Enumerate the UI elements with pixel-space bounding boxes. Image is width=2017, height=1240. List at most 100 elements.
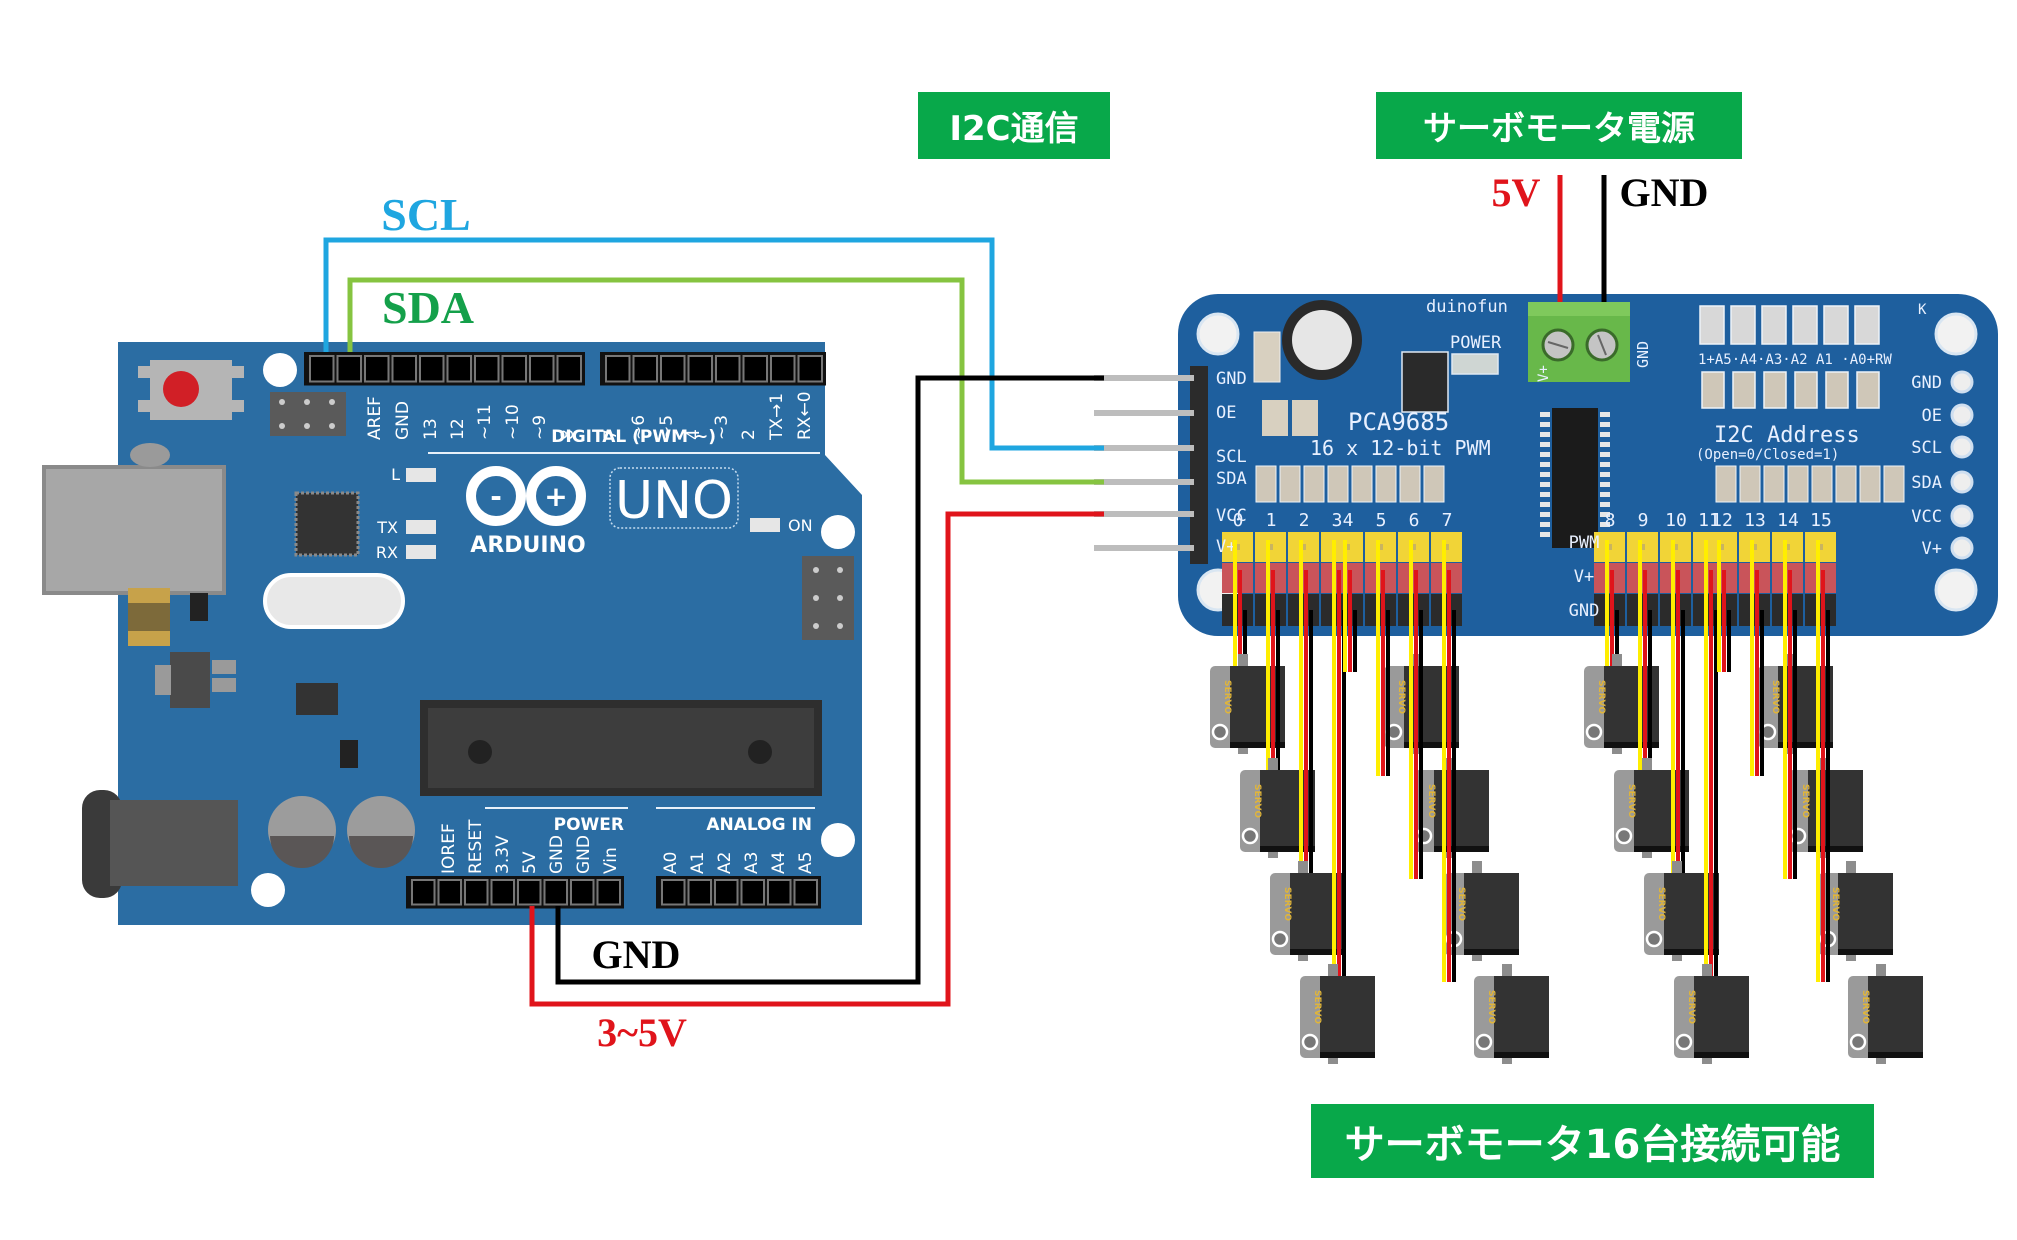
left-pin-label: SCL — [1216, 447, 1247, 467]
chip-leg — [1540, 492, 1550, 497]
digital-pin-label: 12 — [448, 418, 468, 440]
digital-header-socket — [309, 355, 335, 383]
power-header-socket — [517, 879, 542, 906]
channel-label: 5 — [1376, 510, 1387, 531]
smd-resistor — [1292, 400, 1318, 436]
servo-base — [1260, 846, 1315, 852]
servo-base — [1664, 949, 1719, 955]
power-pin-label: 3.3V — [493, 835, 513, 874]
row-label-pwm: PWM — [1569, 533, 1600, 553]
led-l-label: L — [391, 465, 400, 484]
vplus-pin — [1332, 563, 1363, 593]
mounting-hole — [1934, 312, 1978, 356]
mounting-hole — [263, 353, 297, 387]
smd-resistor — [1811, 465, 1833, 503]
arduino-logo-text: ARDUINO — [470, 533, 585, 558]
corner-mark: K — [1918, 302, 1927, 318]
chip-leg — [1540, 522, 1550, 527]
servo-motors: SERVOSERVOSERVOSERVOSERVOSERVOSERVOSERVO… — [1210, 540, 1923, 1064]
gnd-pin — [1772, 594, 1803, 626]
digital-header-socket — [446, 355, 472, 383]
channel-label: 8 — [1605, 510, 1616, 531]
uno-box — [609, 467, 739, 529]
chip-leg — [1540, 502, 1550, 507]
address-jumper — [1854, 305, 1880, 345]
servo-horn-icon — [1645, 930, 1663, 948]
digital-pin-header — [304, 352, 826, 386]
chip-label: PCA9685 — [1348, 408, 1449, 436]
power-pin-label: RESET — [466, 819, 486, 874]
servo-motor: SERVO — [1584, 654, 1659, 754]
left-pin-label: SDA — [1216, 469, 1247, 489]
chip-leg — [1600, 442, 1610, 447]
right-header-holes — [1950, 370, 1974, 560]
digital-header-socket — [605, 355, 631, 383]
power-pin-label: IOREF — [439, 823, 459, 874]
power-pin-label: Vin — [601, 847, 621, 874]
digital-pin-label: ~11 — [475, 404, 495, 440]
digital-pin-label: ~3 — [712, 415, 732, 440]
analog-pin-label: A4 — [769, 852, 789, 874]
row-label-gnd: GND — [1569, 601, 1600, 621]
smd-resistor — [1883, 465, 1905, 503]
servo-motor: SERVO — [1674, 964, 1749, 1064]
digital-header-socket — [474, 355, 500, 383]
servo-label: SERVO — [1686, 990, 1696, 1024]
i2c-badge: I2C通信 — [918, 92, 1110, 159]
servo-body — [1694, 976, 1749, 1054]
analog-header-label: ANALOG IN — [706, 815, 812, 835]
power-led-label: POWER — [1450, 333, 1502, 353]
mounting-hole — [821, 515, 855, 549]
chip-leg — [1540, 422, 1550, 427]
dc-power-jack — [82, 790, 238, 898]
analog-pin-header — [656, 876, 821, 909]
digital-header-socket — [529, 355, 555, 383]
row-label-vplus: V+ — [1574, 567, 1594, 587]
servo-body — [1230, 666, 1285, 744]
smd-resistor — [1859, 465, 1881, 503]
gnd-label-arduino: GND — [592, 932, 681, 977]
atmega328-chip — [420, 700, 822, 796]
power-header-socket — [464, 879, 489, 906]
voltage-regulator — [170, 652, 210, 708]
channel-label: 15 — [1810, 510, 1832, 531]
channel-label: 7 — [1442, 510, 1453, 531]
channel-label: 1 — [1266, 510, 1277, 531]
address-resistor — [1732, 371, 1756, 409]
servo-base — [1434, 846, 1489, 852]
digital-header-socket — [715, 355, 741, 383]
chip-leg — [1600, 452, 1610, 457]
board-name: UNO — [615, 471, 733, 531]
transistor — [340, 740, 358, 768]
smd-resistor — [1763, 465, 1785, 503]
servo-label: SERVO — [1252, 784, 1262, 818]
terminal-vplus-label: V+ — [1536, 365, 1552, 382]
servo-base — [1694, 1052, 1749, 1058]
servo-label: SERVO — [1396, 680, 1406, 714]
left-pin-label: V+ — [1216, 537, 1236, 557]
digital-header-socket — [797, 355, 823, 383]
digital-pin-label: ~5 — [657, 415, 677, 440]
digital-header-socket — [501, 355, 527, 383]
header-hole — [1950, 470, 1974, 494]
address-jumper — [1730, 305, 1756, 345]
header-hole — [1950, 536, 1974, 560]
servo-base — [1808, 846, 1863, 852]
arduino-uno-board: - + UNO ARDUINO L TX RX ON DIGITAL (PWM … — [42, 342, 862, 925]
gnd-pin — [1398, 594, 1429, 626]
address-resistor — [1856, 371, 1880, 409]
servo-base — [1464, 949, 1519, 955]
chip-leg — [1600, 432, 1610, 437]
sda-wire — [347, 277, 1104, 485]
servo-label: SERVO — [1426, 784, 1436, 818]
header-hole — [1950, 504, 1974, 528]
svg-text:+: + — [544, 480, 567, 513]
servo-cable — [1750, 540, 1764, 776]
chip-leg — [1540, 432, 1550, 437]
smd-resistor — [1423, 465, 1445, 503]
led-tx — [406, 520, 436, 534]
pca9685-board: duinofun POWER PCA9685 16 x 12-bit PWM V… — [1094, 294, 1998, 636]
analog-pin-label: A5 — [796, 852, 816, 874]
